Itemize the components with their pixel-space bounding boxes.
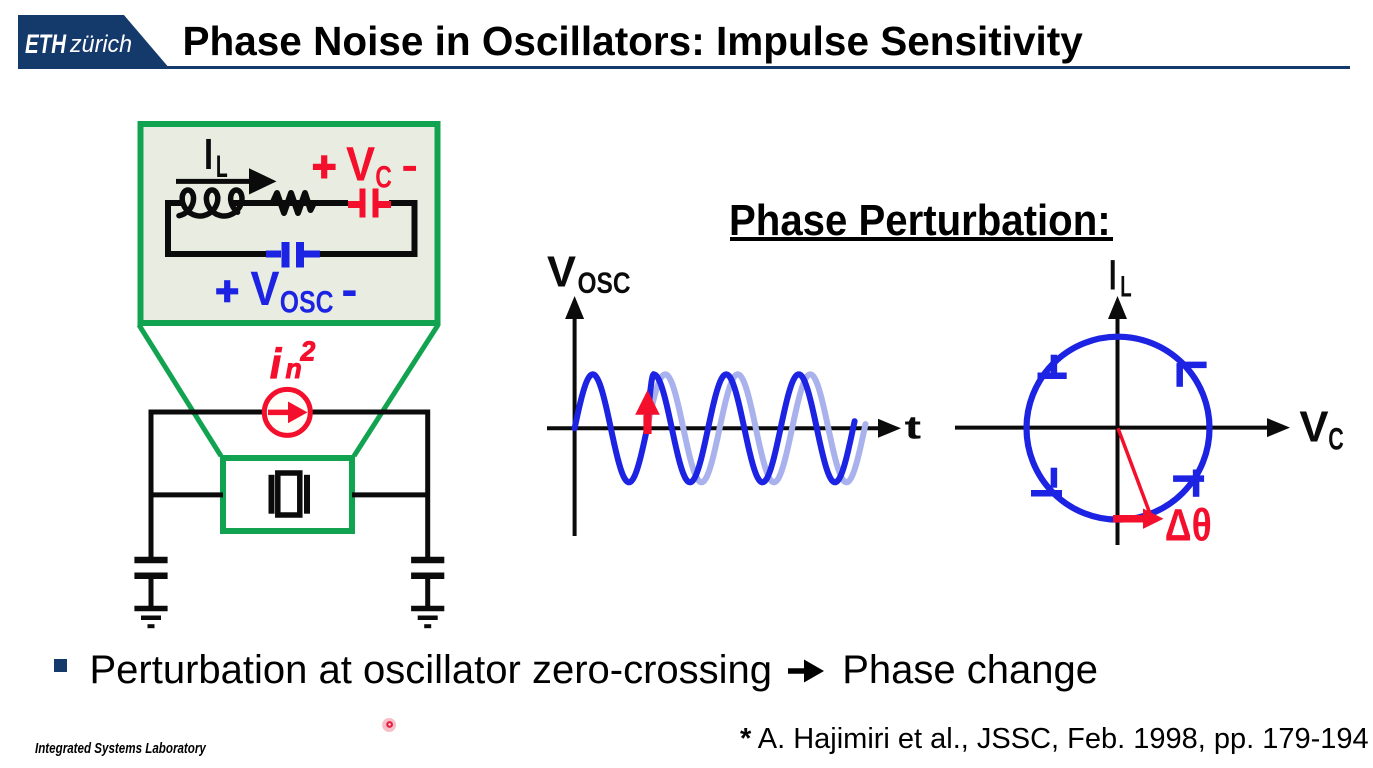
svg-text:t: t bbox=[905, 410, 922, 446]
svg-text:C: C bbox=[375, 159, 392, 194]
svg-text:V: V bbox=[250, 261, 279, 316]
svg-text:V: V bbox=[346, 136, 375, 191]
svg-text:OSC: OSC bbox=[280, 285, 334, 321]
svg-text:n: n bbox=[286, 352, 302, 384]
svg-text:i: i bbox=[270, 340, 283, 387]
svg-text:Δθ: Δθ bbox=[1165, 500, 1212, 550]
svg-text:V: V bbox=[547, 248, 576, 296]
svg-text:I: I bbox=[204, 131, 213, 180]
svg-text:2: 2 bbox=[300, 335, 316, 367]
svg-text:L: L bbox=[216, 148, 228, 184]
svg-text:L: L bbox=[1120, 271, 1131, 303]
svg-text:I: I bbox=[1109, 251, 1117, 300]
svg-text:C: C bbox=[1328, 421, 1344, 456]
svg-text:V: V bbox=[1299, 402, 1328, 451]
svg-text:OSC: OSC bbox=[578, 266, 631, 300]
